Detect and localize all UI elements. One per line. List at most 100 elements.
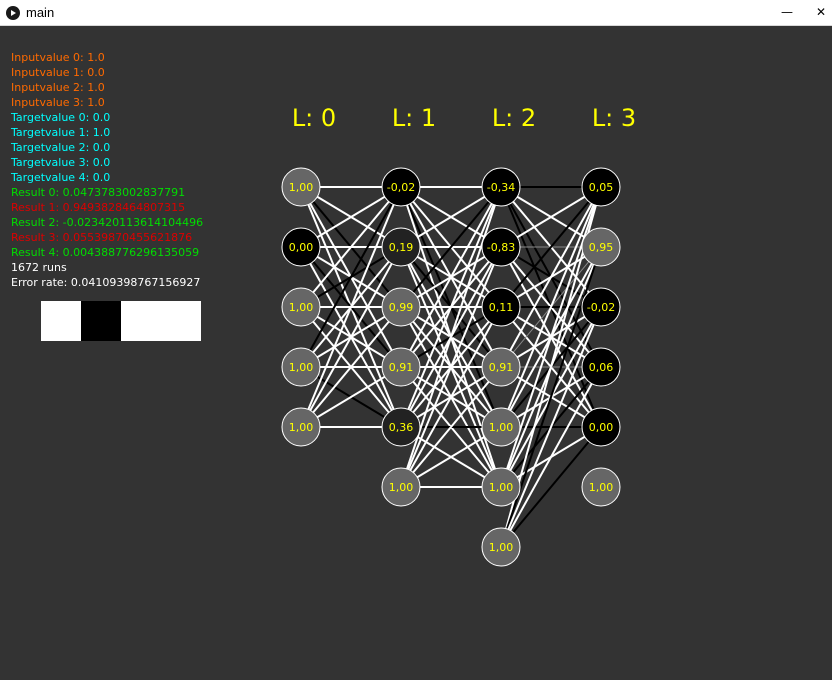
input-value: Inputvalue 0: 1.0 xyxy=(11,51,105,64)
neuron-node: 1,00 xyxy=(281,287,321,327)
connections xyxy=(300,186,602,548)
info-panel: Inputvalue 0: 1.0 Inputvalue 1: 0.0 Inpu… xyxy=(11,50,203,290)
target-value: Targetvalue 3: 0.0 xyxy=(11,156,111,169)
weight-connection xyxy=(500,186,602,308)
neuron-node: 0,00 xyxy=(581,407,621,447)
neuron-node: 0,00 xyxy=(281,227,321,267)
neuron-circle xyxy=(581,287,621,327)
neuron-value: 1,00 xyxy=(289,361,314,374)
neuron-value: 1,00 xyxy=(389,481,414,494)
pattern-cell xyxy=(41,301,81,341)
neuron-circle xyxy=(581,167,621,207)
neuron-value: 1,00 xyxy=(289,301,314,314)
neuron-node: 1,00 xyxy=(581,467,621,507)
weight-connection xyxy=(400,186,502,368)
neuron-circle xyxy=(581,407,621,447)
weight-connection xyxy=(300,186,402,368)
neuron-value: -0,34 xyxy=(487,181,515,194)
pattern-cell xyxy=(161,301,201,341)
neuron-node: 0,95 xyxy=(581,227,621,267)
neuron-value: 0,05 xyxy=(589,181,614,194)
neuron-circle xyxy=(281,347,321,387)
layer-label: L: 1 xyxy=(392,104,436,132)
neuron-value: 0,11 xyxy=(489,301,514,314)
neuron-circle xyxy=(481,227,521,267)
weight-connection xyxy=(500,186,602,368)
weight-connection xyxy=(500,426,602,548)
neuron-circle xyxy=(281,407,321,447)
neuron-node: 0,99 xyxy=(381,287,421,327)
neuron-circle xyxy=(481,347,521,387)
neuron-value: 0,06 xyxy=(589,361,614,374)
target-value: Targetvalue 1: 1.0 xyxy=(11,126,111,139)
neuron-value: -0,02 xyxy=(387,181,415,194)
neuron-value: 1,00 xyxy=(589,481,614,494)
neuron-circle xyxy=(581,347,621,387)
neuron-node: 1,00 xyxy=(481,407,521,447)
neuron-circle xyxy=(481,527,521,567)
weight-connection xyxy=(500,246,602,548)
neuron-node: -0,02 xyxy=(581,287,621,327)
neuron-circle xyxy=(281,227,321,267)
neuron-circle xyxy=(381,287,421,327)
result-value: Result 4: 0.004388776296135059 xyxy=(11,246,200,259)
neuron-value: 1,00 xyxy=(489,481,514,494)
target-value: Targetvalue 0: 0.0 xyxy=(11,111,111,124)
minimize-button[interactable]: — xyxy=(781,5,793,19)
neuron-circle xyxy=(381,347,421,387)
weight-connection xyxy=(500,186,602,428)
neuron-value: -0,83 xyxy=(487,241,515,254)
neuron-value: 1,00 xyxy=(489,421,514,434)
target-value: Targetvalue 2: 0.0 xyxy=(11,141,111,154)
weight-connection xyxy=(500,186,602,488)
neuron-value: 0,91 xyxy=(389,361,414,374)
layer-label: L: 2 xyxy=(492,104,536,132)
neuron-node: 1,00 xyxy=(481,467,521,507)
neuron-node: 1,00 xyxy=(281,167,321,207)
neuron-value: 0,19 xyxy=(389,241,414,254)
input-value: Inputvalue 2: 1.0 xyxy=(11,81,105,94)
pattern-cell xyxy=(121,301,161,341)
input-pattern xyxy=(41,301,201,341)
result-value: Result 1: 0.9493828464807315 xyxy=(11,201,186,214)
close-button[interactable]: ✕ xyxy=(815,5,827,19)
weight-connection xyxy=(500,366,602,548)
neuron-node: 0,91 xyxy=(481,347,521,387)
layer-label: L: 0 xyxy=(292,104,336,132)
target-value: Targetvalue 4: 0.0 xyxy=(11,171,111,184)
neuron-value: 1,00 xyxy=(289,181,314,194)
neuron-circle xyxy=(281,287,321,327)
neuron-node: 0,05 xyxy=(581,167,621,207)
weight-connection xyxy=(400,186,502,428)
neuron-circle xyxy=(481,467,521,507)
neuron-node: -0,34 xyxy=(481,167,521,207)
error-rate: Error rate: 0.04109398767156927 xyxy=(11,276,201,289)
weight-connection xyxy=(500,306,602,548)
runs-count: 1672 runs xyxy=(11,261,67,274)
neuron-circle xyxy=(381,407,421,447)
neuron-value: -0,02 xyxy=(587,301,615,314)
title-bar: main — ✕ xyxy=(0,0,832,26)
neuron-value: 1,00 xyxy=(489,541,514,554)
neuron-circle xyxy=(581,467,621,507)
input-value: Inputvalue 1: 0.0 xyxy=(11,66,105,79)
pattern-cell xyxy=(81,301,121,341)
neuron-circle xyxy=(381,227,421,267)
neuron-circle xyxy=(581,227,621,267)
weight-connection xyxy=(300,186,402,308)
neuron-node: -0,83 xyxy=(481,227,521,267)
window-title: main xyxy=(26,5,55,20)
layer-label: L: 3 xyxy=(592,104,636,132)
neuron-circle xyxy=(481,167,521,207)
neuron-circle xyxy=(381,167,421,207)
weight-connection xyxy=(400,306,502,488)
neuron-node: 1,00 xyxy=(481,527,521,567)
app-play-icon xyxy=(6,6,20,20)
result-value: Result 2: -0.023420113614104496 xyxy=(11,216,204,229)
weight-connection xyxy=(400,186,502,308)
neuron-circle xyxy=(481,287,521,327)
neuron-value: 0,00 xyxy=(589,421,614,434)
neuron-node: -0,02 xyxy=(381,167,421,207)
neuron-circle xyxy=(381,467,421,507)
